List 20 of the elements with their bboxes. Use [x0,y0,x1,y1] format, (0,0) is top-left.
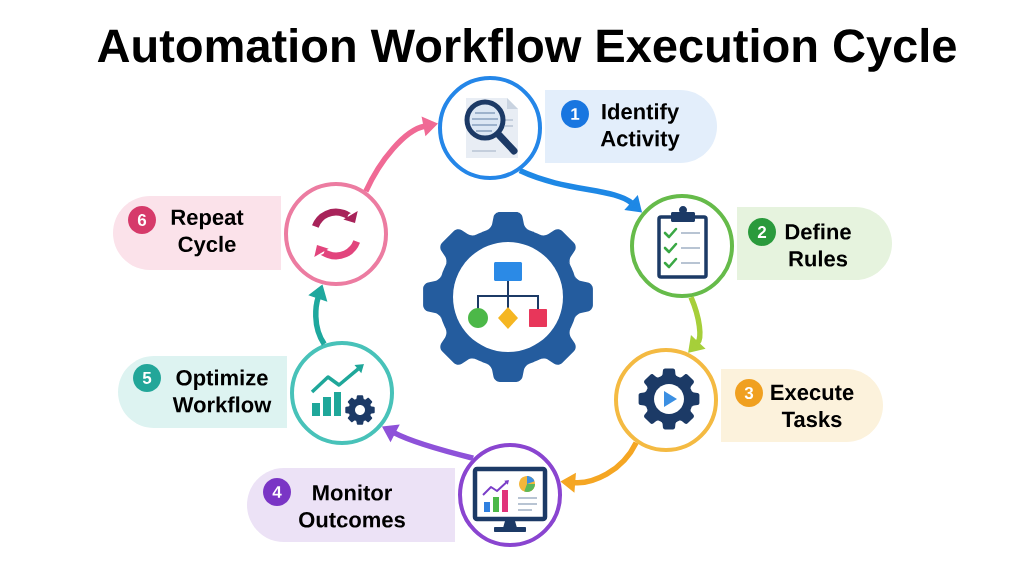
step-pill [247,468,455,542]
number-badge: 5 [133,364,161,392]
step-pill [545,90,717,163]
step-label: Identify Activity [600,103,680,151]
step-pill [118,356,287,428]
title: Automation Workflow Execution Cycle [97,27,956,72]
step-label: Define Rules [785,223,851,267]
number-badge: 4 [263,478,291,506]
number-badge: 2 [748,218,776,246]
number-badge: 1 [561,100,589,128]
number-badge: 3 [735,379,763,407]
step-label: Optimize Workflow [172,369,272,413]
step-label: Repeat Cycle [171,209,244,257]
arrow [688,296,706,353]
step-pill [113,196,281,270]
step-pill [737,207,892,280]
number-badge: 6 [128,206,156,234]
step-label: Execute Tasks [771,384,854,428]
step-pill [721,369,883,442]
step-label: Monitor Outcomes [299,484,405,528]
